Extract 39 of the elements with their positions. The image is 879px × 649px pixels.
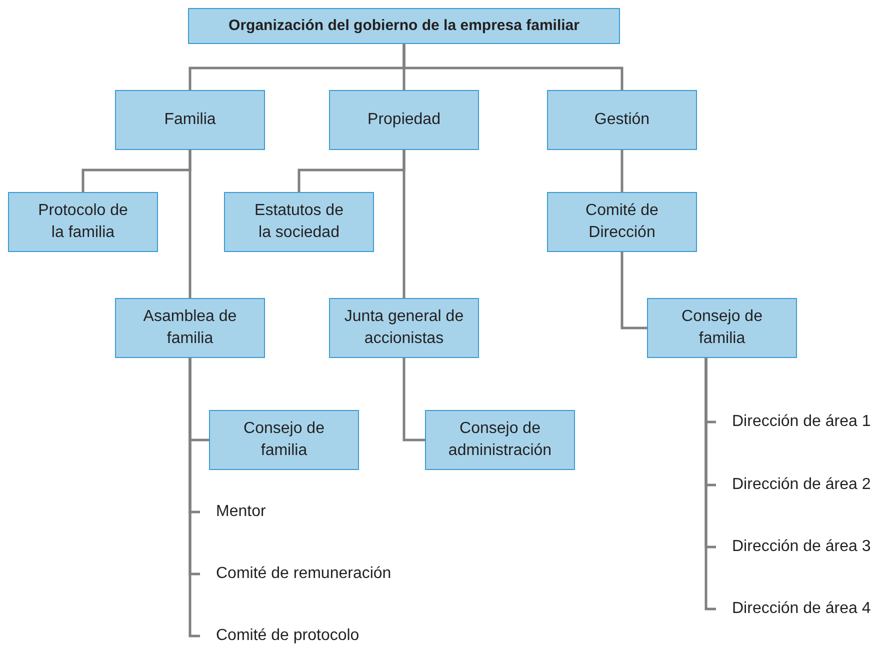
org-box — [547, 192, 697, 252]
branch-label: Comité de remuneración — [216, 564, 392, 584]
box-label: Junta general de accionistas — [343, 307, 465, 349]
org-box — [115, 298, 265, 358]
box-label: Comité de Dirección — [584, 201, 660, 243]
org-box — [224, 192, 374, 252]
branch-label: Dirección de área 4 — [732, 599, 871, 619]
connector-line — [620, 252, 647, 330]
branch-label: Comité de protocolo — [216, 626, 360, 646]
org-box — [547, 90, 697, 150]
box-label: Familia — [164, 110, 216, 130]
connector-line — [402, 358, 425, 442]
branch-label: Dirección de área 3 — [732, 537, 871, 557]
org-box — [329, 298, 479, 358]
branch-label: Dirección de área 1 — [732, 412, 871, 432]
branch-label: Dirección de área 2 — [732, 475, 871, 495]
branch-label: Mentor — [216, 502, 266, 522]
connector-line — [704, 358, 716, 610]
org-box — [329, 90, 479, 150]
org-box — [425, 410, 575, 470]
box-label: Propiedad — [368, 110, 440, 130]
title-box — [188, 8, 620, 44]
org-box — [8, 192, 158, 252]
box-label: Gestión — [594, 110, 650, 130]
connector-line — [402, 44, 624, 90]
box-label: Estatutos de la sociedad — [254, 201, 344, 243]
org-box — [115, 90, 265, 150]
connector-line — [402, 150, 406, 298]
box-label: Consejo de familia — [242, 419, 326, 461]
box-label: Consejo de administración — [447, 419, 553, 461]
title-text: Organización del gobierno de la empresa familiar — [228, 16, 580, 36]
connector-line — [188, 150, 192, 298]
org-box — [647, 298, 797, 358]
org-box — [209, 410, 359, 470]
box-label: Asamblea de familia — [142, 307, 238, 349]
box-label: Protocolo de la familia — [37, 201, 129, 243]
connector-line — [620, 150, 624, 192]
connector-line — [188, 358, 200, 638]
box-label: Consejo de familia — [680, 307, 764, 349]
